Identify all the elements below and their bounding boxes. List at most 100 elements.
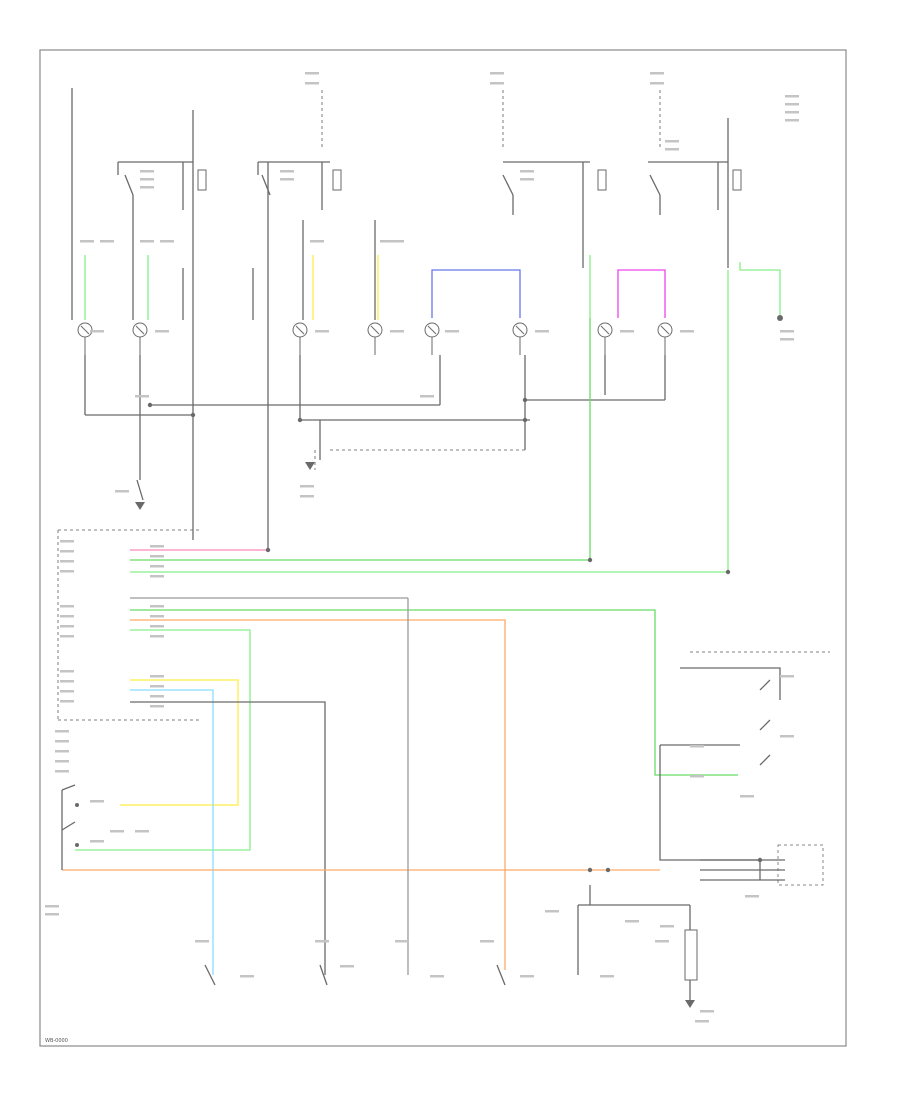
lamp-group: [77, 322, 673, 355]
label-mark: [695, 1020, 709, 1023]
label-mark: [780, 675, 794, 678]
power-feeds: [71, 88, 729, 510]
label-mark: [80, 240, 94, 243]
relay-coil-3: [597, 169, 607, 191]
wire-label-marks: [45, 72, 799, 1023]
label-mark: [490, 72, 504, 75]
label-mark: [745, 895, 759, 898]
label-mark: [680, 330, 694, 333]
bulb-icon: [512, 322, 528, 355]
label-mark: [380, 240, 394, 243]
label-mark: [135, 395, 149, 398]
label-mark: [55, 770, 69, 773]
relay-coil-1: [197, 169, 207, 191]
label-mark: [60, 670, 74, 673]
relay-coil-4: [732, 169, 742, 191]
splice-dot: [605, 867, 611, 873]
label-mark: [155, 330, 169, 333]
label-mark: [150, 635, 164, 638]
label-mark: [740, 795, 754, 798]
label-mark: [690, 745, 704, 748]
ground-bus: [84, 355, 666, 501]
label-mark: [45, 913, 59, 916]
label-mark: [300, 485, 314, 488]
label-mark: [60, 560, 74, 563]
label-mark: [520, 178, 534, 181]
label-mark: [90, 330, 104, 333]
label-mark: [280, 178, 294, 181]
label-mark: [665, 140, 679, 143]
label-mark: [140, 170, 154, 173]
label-mark: [690, 775, 704, 778]
splice-dot: [757, 857, 763, 863]
label-mark: [150, 555, 164, 558]
label-mark: [390, 240, 404, 243]
label-mark: [100, 240, 114, 243]
relay-coil-2: [332, 169, 342, 191]
label-mark: [160, 240, 174, 243]
label-mark: [240, 975, 254, 978]
label-mark: [195, 940, 209, 943]
label-mark: [110, 830, 124, 833]
label-mark: [140, 186, 154, 189]
label-mark: [60, 690, 74, 693]
label-mark: [305, 82, 319, 85]
diagram-frame: [39, 49, 847, 1047]
label-mark: [150, 685, 164, 688]
label-mark: [150, 545, 164, 548]
label-mark: [150, 605, 164, 608]
bulb-icon: [657, 322, 673, 355]
label-mark: [60, 570, 74, 573]
label-mark: [60, 635, 74, 638]
label-mark: [55, 750, 69, 753]
splice-dot: [190, 412, 196, 418]
label-mark: [650, 82, 664, 85]
label-mark: [660, 925, 674, 928]
splice-dot: [725, 569, 731, 575]
bulb-icon: [292, 322, 308, 355]
label-mark: [305, 72, 319, 75]
label-mark: [150, 565, 164, 568]
label-mark: [785, 111, 799, 114]
splice-dot: [522, 397, 528, 403]
label-mark: [420, 395, 434, 398]
label-mark: [60, 700, 74, 703]
label-mark: [140, 240, 154, 243]
label-mark: [60, 605, 74, 608]
label-mark: [480, 940, 494, 943]
label-mark: [655, 940, 669, 943]
label-mark: [150, 615, 164, 618]
label-mark: [520, 975, 534, 978]
label-mark: [780, 330, 794, 333]
splice-dot: [587, 557, 593, 563]
label-mark: [600, 975, 614, 978]
label-mark: [780, 735, 794, 738]
splice-dot: [522, 417, 528, 423]
bulb-icon: [77, 322, 93, 355]
label-mark: [55, 760, 69, 763]
label-mark: [60, 615, 74, 618]
label-mark: [395, 940, 409, 943]
label-mark: [310, 240, 324, 243]
label-mark: [650, 72, 664, 75]
label-mark: [150, 695, 164, 698]
bulb-icon: [424, 322, 440, 355]
label-mark: [785, 119, 799, 122]
label-mark: [150, 575, 164, 578]
bulb-icon: [367, 322, 383, 355]
label-mark: [60, 550, 74, 553]
diagram-footer-code: WB-0000: [45, 1038, 68, 1044]
label-mark: [625, 920, 639, 923]
label-mark: [315, 330, 329, 333]
relay-row: [117, 161, 742, 550]
splice-icon: [147, 397, 763, 873]
splice-dot: [147, 402, 153, 408]
lamp-colored-wires: [84, 255, 781, 320]
harness-wires: [62, 270, 738, 975]
label-mark: [90, 800, 104, 803]
bulb-icon: [132, 322, 148, 355]
label-mark: [340, 965, 354, 968]
label-mark: [90, 840, 104, 843]
